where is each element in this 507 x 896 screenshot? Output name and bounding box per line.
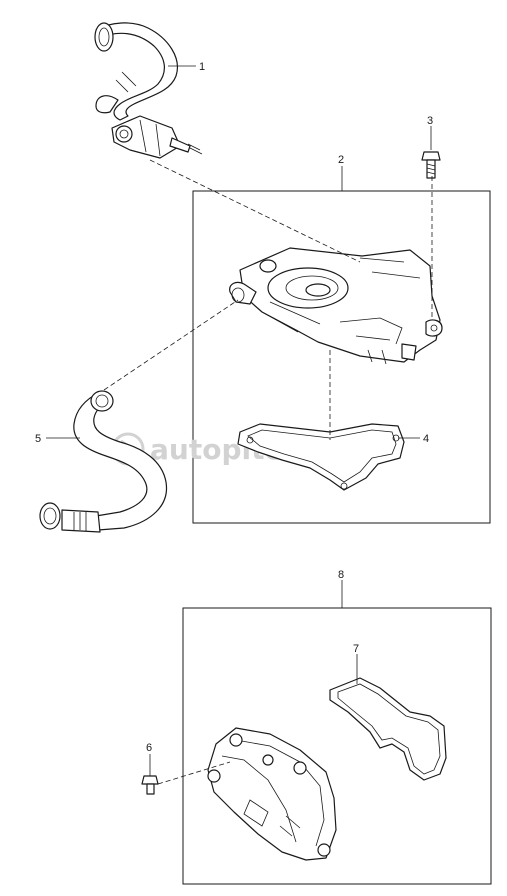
callout-4: 4 (423, 433, 429, 445)
breather-hose-upper (94, 22, 203, 159)
callout-3: 3 (427, 115, 433, 127)
breather-hose-lower (39, 390, 168, 533)
callout-1: 1 (199, 61, 205, 73)
assembly-box-2 (192, 190, 491, 524)
callout-6: 6 (146, 742, 152, 754)
bolt-3 (421, 151, 441, 179)
callout-8: 8 (338, 569, 344, 581)
separator-cover-8 (207, 727, 337, 861)
callout-2: 2 (338, 154, 344, 166)
callout-5: 5 (35, 433, 41, 445)
callout-7: 7 (353, 643, 359, 655)
gasket-7 (329, 677, 447, 781)
bolt-6 (141, 775, 159, 795)
assembly-lines (103, 159, 433, 785)
oil-separator-housing (229, 247, 443, 365)
leader-lines (46, 65, 432, 776)
assembly-box-8 (182, 607, 492, 885)
